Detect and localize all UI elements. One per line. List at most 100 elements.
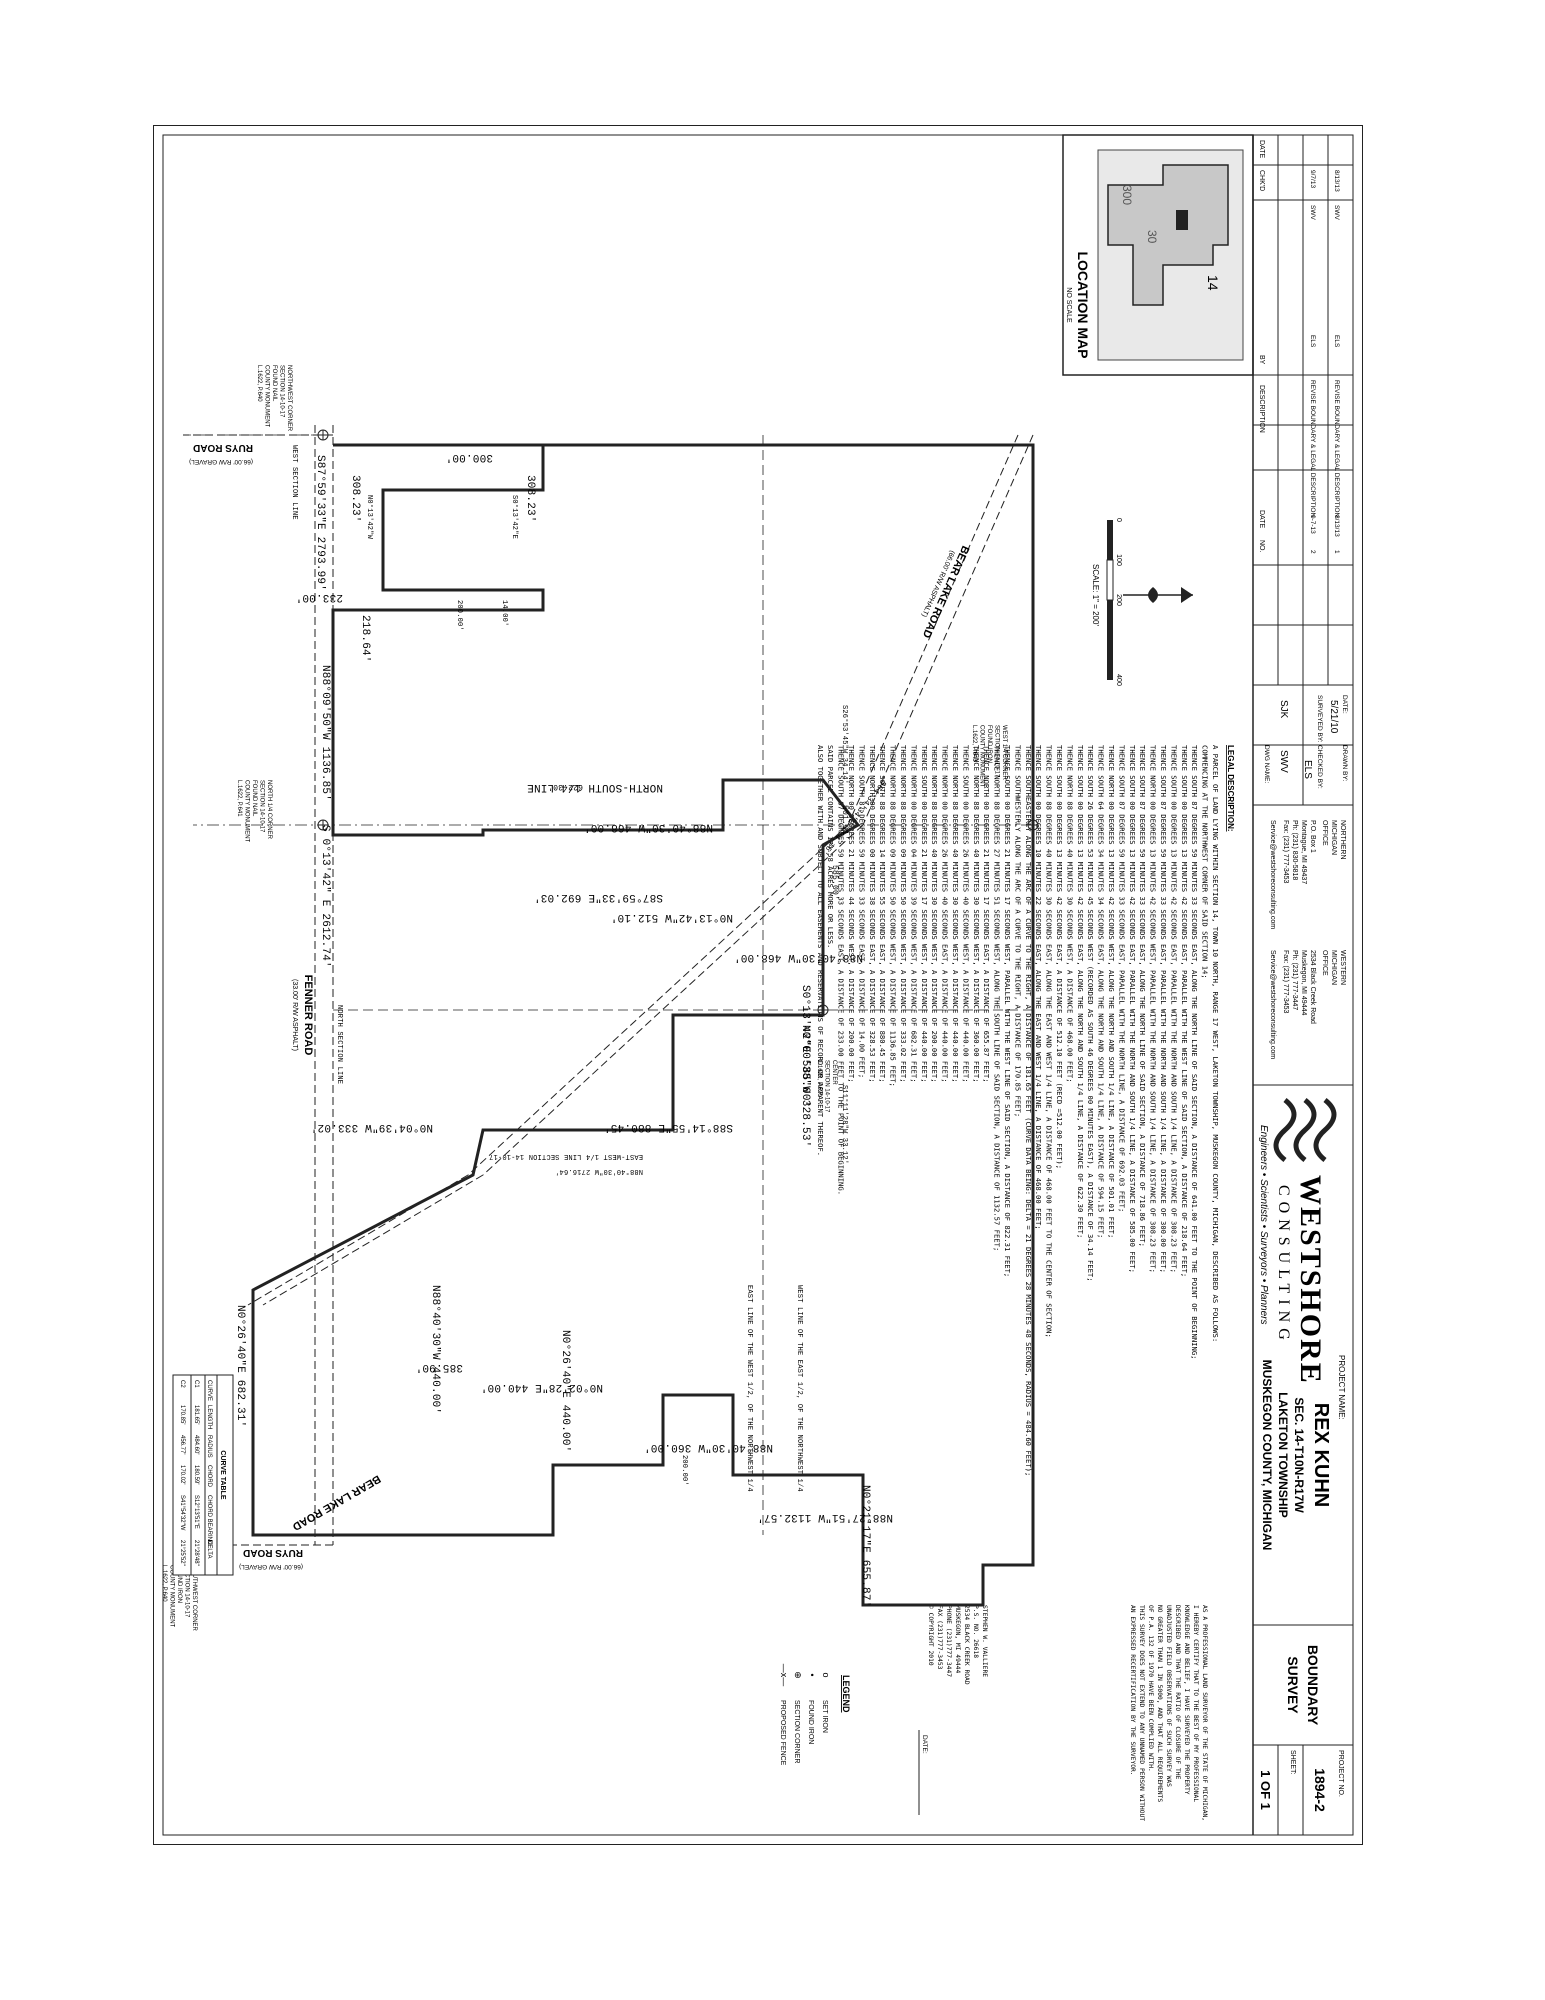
legal-line: THENCE NORTH 88 DEGREES 40 MINUTES 30 SE… [930, 745, 939, 1083]
legal-line: THENCE SOUTH 00 DEGREES 13 MINUTES 42 SE… [1180, 745, 1189, 1277]
section-info: SEC. 14-T10N-R17W [1292, 1397, 1306, 1513]
svg-text:REVISE BOUNDARY & LEGAL DESCRI: REVISE BOUNDARY & LEGAL DESCRIPTION [1309, 380, 1316, 517]
certification-line: AS A PROFESSIONAL LAND SURVEYOR OF THE S… [1201, 1605, 1208, 1821]
legal-line: THENCE SOUTH 87 DEGREES 59 MINUTES 33 SE… [1190, 745, 1199, 1359]
legal-line: THENCE SOUTH 26 DEGREES 53 MINUTES 45 SE… [1086, 745, 1095, 1282]
svg-text:WEST LINE OF THE EAST 1/2, OF: WEST LINE OF THE EAST 1/2, OF THE NORTHW… [795, 1285, 803, 1492]
legal-heading: LEGAL DESCRIPTION: [1226, 745, 1235, 832]
north-arrow-icon [1123, 587, 1193, 603]
svg-text:EAST LINE OF THE WEST 1/2, OF: EAST LINE OF THE WEST 1/2, OF THE NORTHW… [745, 1285, 753, 1492]
legal-line: THENCE SOUTH 00 DEGREES 21 MINUTES 17 SE… [920, 745, 929, 1083]
location-parcel [1107, 164, 1229, 306]
svg-text:WEST SECTION LINE: WEST SECTION LINE [290, 445, 298, 520]
legend-symbol-icon: —x— [779, 1664, 789, 1687]
legend-label: SET IRON [821, 1700, 828, 1733]
svg-text:N0°26'40"E 682.31': N0°26'40"E 682.31' [234, 1305, 246, 1427]
signature-line: P.S. NO. 26618 [972, 1605, 979, 1658]
legal-line: THENCE SOUTH 88 DEGREES 40 MINUTES 30 SE… [1045, 745, 1054, 1338]
svg-text:5/21/10: 5/21/10 [1328, 700, 1339, 734]
certification-line: I HEREBY CERTIFY THAT TO THE BEST OF MY … [1192, 1605, 1199, 1802]
legal-line: THENCE NORTH 00 DEGREES 13 MINUTES 42 SE… [1149, 745, 1158, 1273]
certification-line: THIS SURVEY DOES NOT EXTEND TO ANY UNNAM… [1138, 1605, 1145, 1821]
svg-text:SURVEYED BY:: SURVEYED BY: [1316, 695, 1323, 743]
svg-text:400: 400 [1115, 674, 1122, 686]
corner-note-line: L.1622, P.641 [236, 780, 242, 817]
drawn-checked-cells: DRAWN BY: DATE: 5/21/10 CHECKED BY: ELS … [1263, 695, 1348, 789]
company-name: WESTSHORE [1294, 1175, 1327, 1385]
svg-text:218.64': 218.64' [359, 615, 371, 663]
svg-text:300: 300 [1120, 185, 1134, 205]
svg-text:S 0°13'42" E 2612.74': S 0°13'42" E 2612.74' [319, 825, 331, 968]
company-tagline: Engineers • Scientists • Surveyors • Pla… [1258, 1125, 1269, 1324]
legal-line: THENCE SOUTH 00 DEGREES 13 MINUTES 42 SE… [1076, 745, 1085, 1238]
legal-line: THENCE NORTH 88 DEGREES 40 MINUTES 30 SE… [972, 745, 981, 1083]
curve-table-cell: C2 [179, 1380, 185, 1388]
legal-line: THENCE NORTH 00 DEGREES 00 MINUTES 38 SE… [868, 745, 877, 1083]
svg-text:S0°13'42"E: S0°13'42"E [510, 495, 519, 539]
curve-table-header: CHORD [206, 1465, 212, 1488]
curve-table-cell: 170.02' [179, 1465, 185, 1485]
legal-line: THENCE SOUTH 00 DEGREES 10 MINUTES 22 SE… [1034, 745, 1043, 1230]
svg-text:Muskegon, MI 49444: Muskegon, MI 49444 [1300, 950, 1307, 1015]
svg-text:(66.00' R/W GRAVEL): (66.00' R/W GRAVEL) [239, 1563, 303, 1570]
corner-note-line: SECTION 14-10-17 [824, 1060, 830, 1113]
title-block: PROJECT NAME: REX KUHN SEC. 14-T10N-R17W… [1252, 135, 1353, 1835]
curve-table-cell: 170.85' [179, 1405, 185, 1425]
svg-text:CHECKED BY:: CHECKED BY: [1316, 745, 1323, 789]
svg-text:DESCRIPTION: DESCRIPTION [1258, 385, 1265, 433]
curve-table-cell: S12°13'51"E [193, 1495, 199, 1529]
legal-line: THENCE SOUTH 87 DEGREES 59 MINUTES 33 SE… [837, 745, 846, 1195]
rotated-drawing: PROJECT NAME: REX KUHN SEC. 14-T10N-R17W… [152, 124, 1364, 1846]
revision-row-2: 2 9-7-13 REVISE BOUNDARY & LEGAL DESCRIP… [1309, 170, 1316, 554]
legend-symbol-icon: o [821, 1672, 831, 1677]
svg-text:8/13/13: 8/13/13 [1333, 170, 1340, 192]
svg-text:ELS: ELS [1302, 760, 1313, 779]
sheet-inner-border [162, 134, 1354, 1836]
graphic-scale: 0 100 200 400 SCALE: 1" = 200' [1091, 518, 1122, 686]
svg-text:OFFICE: OFFICE [1321, 950, 1328, 976]
legal-line: A PARCEL OF LAND LYING WITHIN SECTION 14… [1211, 745, 1220, 1342]
corner-note-line: SECTION 14-10-17 [279, 365, 285, 418]
legal-line: THENCE SOUTH 87 DEGREES 59 MINUTES 33 SE… [857, 745, 866, 1078]
certification-line: UNADJUSTED FIELD OBSERVATIONS OF SUCH SU… [1165, 1605, 1172, 1787]
signature-line: FAX (231)777-3453 [936, 1605, 943, 1670]
signature-line: PHONE (231)777-3447 [945, 1605, 952, 1677]
legend-label: FOUND IRON [807, 1700, 814, 1744]
curve-table-cell: 180.59' [193, 1465, 199, 1485]
legal-line: THENCE SOUTH 87 DEGREES 59 MINUTES 33 SE… [1117, 745, 1126, 1212]
svg-text:S26°53'45"W 34.14': S26°53'45"W 34.14' [840, 705, 849, 784]
location-map: 14 30 300 LOCATION MAP NO SCALE [1062, 134, 1254, 376]
svg-text:S87°59'33"E 2793.99': S87°59'33"E 2793.99' [314, 455, 326, 591]
svg-text:233.00': 233.00' [295, 591, 343, 603]
svg-text:N0°21'17"E 655.87': N0°21'17"E 655.87' [859, 1485, 871, 1607]
svg-text:N88°09'50"W 1136.85': N88°09'50"W 1136.85' [319, 665, 331, 801]
curve-table-title: CURVE TABLE [219, 1450, 226, 1499]
svg-text:2534 Black Creek Road: 2534 Black Creek Road [1309, 950, 1316, 1024]
legal-line: THENCE SOUTH 00 DEGREES 13 MINUTES 42 SE… [1128, 745, 1137, 1273]
legal-line: ALSO TOGETHER WITH AND SUBJECT TO ALL EA… [816, 745, 825, 1156]
location-map-title: LOCATION MAP [1075, 251, 1091, 358]
western-office: WESTERN MICHIGAN OFFICE 2534 Black Creek… [1269, 950, 1346, 1059]
corner-note-line: L.1622, P.640 [256, 365, 262, 402]
svg-text:WESTERN: WESTERN [1339, 950, 1346, 985]
svg-text:9-7-13: 9-7-13 [1309, 515, 1316, 534]
legal-line: THENCE SOUTH 00 DEGREES 13 MINUTES 42 SE… [1169, 745, 1178, 1273]
location-map-scale: NO SCALE [1065, 287, 1072, 323]
legal-line: THENCE SOUTH 87 DEGREES 59 MINUTES 33 SE… [1138, 745, 1147, 1247]
corner-note-line: FOUND NAIL [251, 780, 257, 817]
signature-line: STEPHEN W. VALLIERE [981, 1605, 988, 1677]
certification-line: NO GREATER THAN 1 IN 5000, AND THAT ALL … [1156, 1605, 1163, 1802]
legal-line: THENCE NORTH 88 DEGREES 09 MINUTES 50 SE… [889, 745, 898, 1087]
svg-text:REVISE BOUNDARY & LEGAL DESCRI: REVISE BOUNDARY & LEGAL DESCRIPTION [1333, 380, 1340, 517]
svg-text:Ph: (231) 777-3447: Ph: (231) 777-3447 [1291, 950, 1298, 1010]
site-marker-icon [1176, 210, 1188, 230]
svg-text:SWV: SWV [1333, 205, 1340, 220]
svg-text:S88°14'55"E 880.45': S88°14'55"E 880.45' [604, 1121, 733, 1133]
svg-text:DWG NAME:: DWG NAME: [1263, 745, 1270, 783]
svg-text:N88°40'30"W 2716.64': N88°40'30"W 2716.64' [555, 1167, 643, 1176]
scale-text: SCALE: 1" = 200' [1091, 564, 1100, 626]
svg-text:DATE:: DATE: [921, 1735, 928, 1754]
svg-text:S0°13'42"E 585.00': S0°13'42"E 585.00' [799, 985, 811, 1107]
certification-line: AN EXPRESSED RECERTIFICATION BY THE SURV… [1129, 1605, 1136, 1776]
